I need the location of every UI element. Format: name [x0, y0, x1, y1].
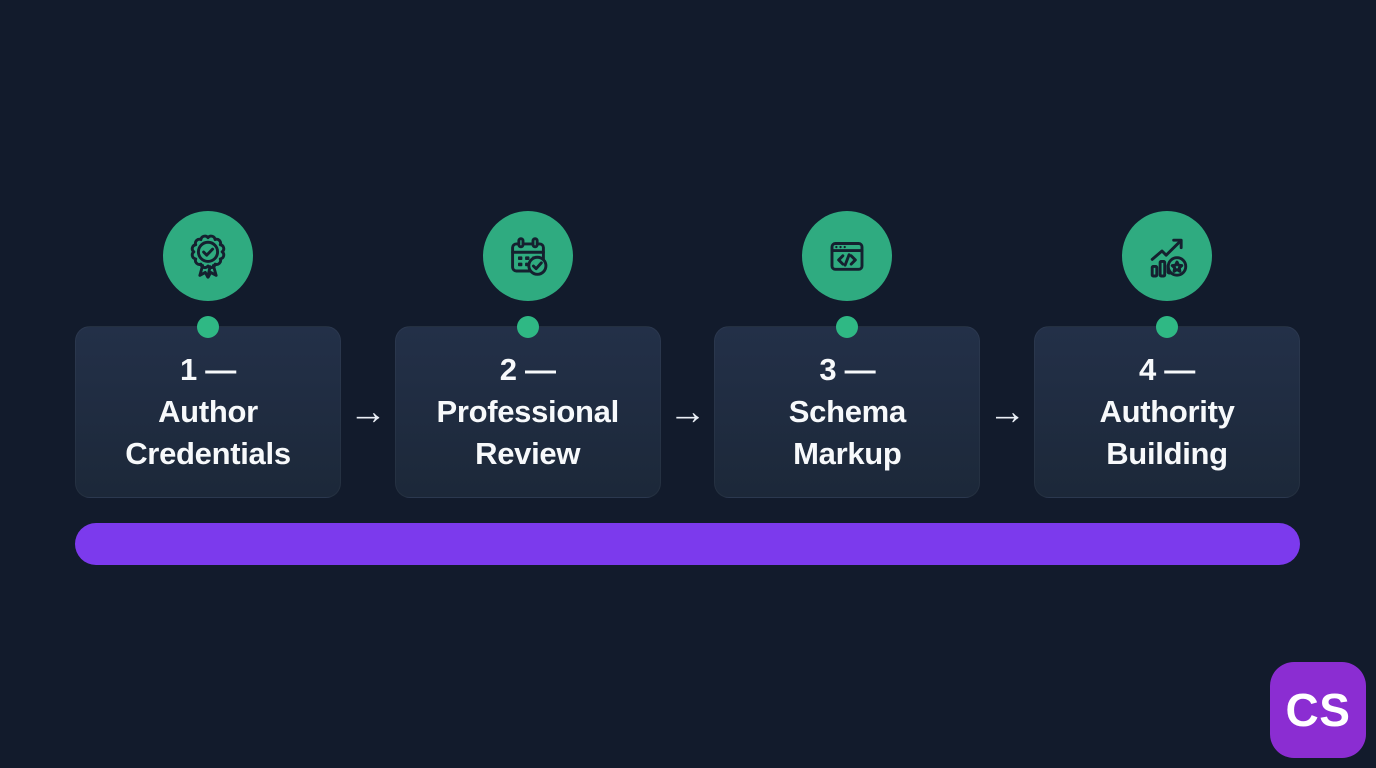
step-label: 4 — Authority Building — [1099, 349, 1234, 475]
connector-dot — [197, 316, 219, 338]
step-number: 4 — — [1139, 352, 1195, 387]
right-arrow-icon: → — [348, 391, 387, 433]
cs-logo-text: CS — [1285, 684, 1351, 736]
flow-connector: → — [341, 393, 395, 431]
step-title-line: Building — [1106, 436, 1228, 471]
step-title-line: Schema — [788, 394, 906, 429]
step-label: 3 — Schema Markup — [789, 349, 906, 475]
step-title-line: Markup — [793, 436, 902, 471]
connector-dot — [516, 316, 539, 338]
flow-connector: → — [980, 393, 1034, 431]
step-card: 4 — Authority Building — [1034, 316, 1301, 498]
cs-logo-badge: CS — [1270, 662, 1366, 758]
right-arrow-icon: → — [668, 391, 707, 433]
step-icon-circle — [802, 211, 893, 301]
step-schema-markup: 3 — Schema Markup — [714, 211, 981, 498]
step-icon-circle — [482, 211, 573, 301]
right-arrow-icon: → — [988, 391, 1027, 433]
calendar-check-icon — [503, 231, 553, 281]
step-author-credentials: 1 — Author Credentials — [75, 211, 341, 498]
connector-dot — [1156, 316, 1179, 338]
step-title-line: Professional — [436, 394, 619, 429]
step-authority-building: 4 — Authority Building — [1034, 211, 1301, 498]
step-title-line: Author — [158, 394, 258, 429]
step-label: 1 — Author Credentials — [125, 349, 291, 475]
step-card: 2 — Professional Review — [394, 316, 661, 498]
step-icon-circle — [1122, 211, 1213, 301]
step-title-line: Review — [475, 436, 581, 471]
step-card: 1 — Author Credentials — [75, 316, 341, 498]
step-label: 2 — Professional Review — [436, 349, 619, 475]
step-title-line: Credentials — [125, 436, 291, 471]
step-number: 1 — — [180, 352, 236, 387]
step-professional-review: 2 — Professional Review — [394, 211, 661, 498]
award-badge-icon — [183, 231, 233, 281]
step-number: 3 — — [819, 352, 876, 387]
step-number: 2 — — [499, 352, 556, 387]
flow-connector: → — [661, 393, 715, 431]
browser-code-icon — [822, 231, 872, 281]
chart-growth-star-icon — [1142, 231, 1192, 281]
process-flow: 1 — Author Credentials → — [75, 211, 1301, 498]
step-title-line: Authority — [1099, 394, 1235, 429]
timeline-bar — [75, 523, 1300, 565]
step-icon-circle — [163, 211, 253, 301]
step-card: 3 — Schema Markup — [714, 316, 981, 498]
connector-dot — [836, 316, 859, 338]
